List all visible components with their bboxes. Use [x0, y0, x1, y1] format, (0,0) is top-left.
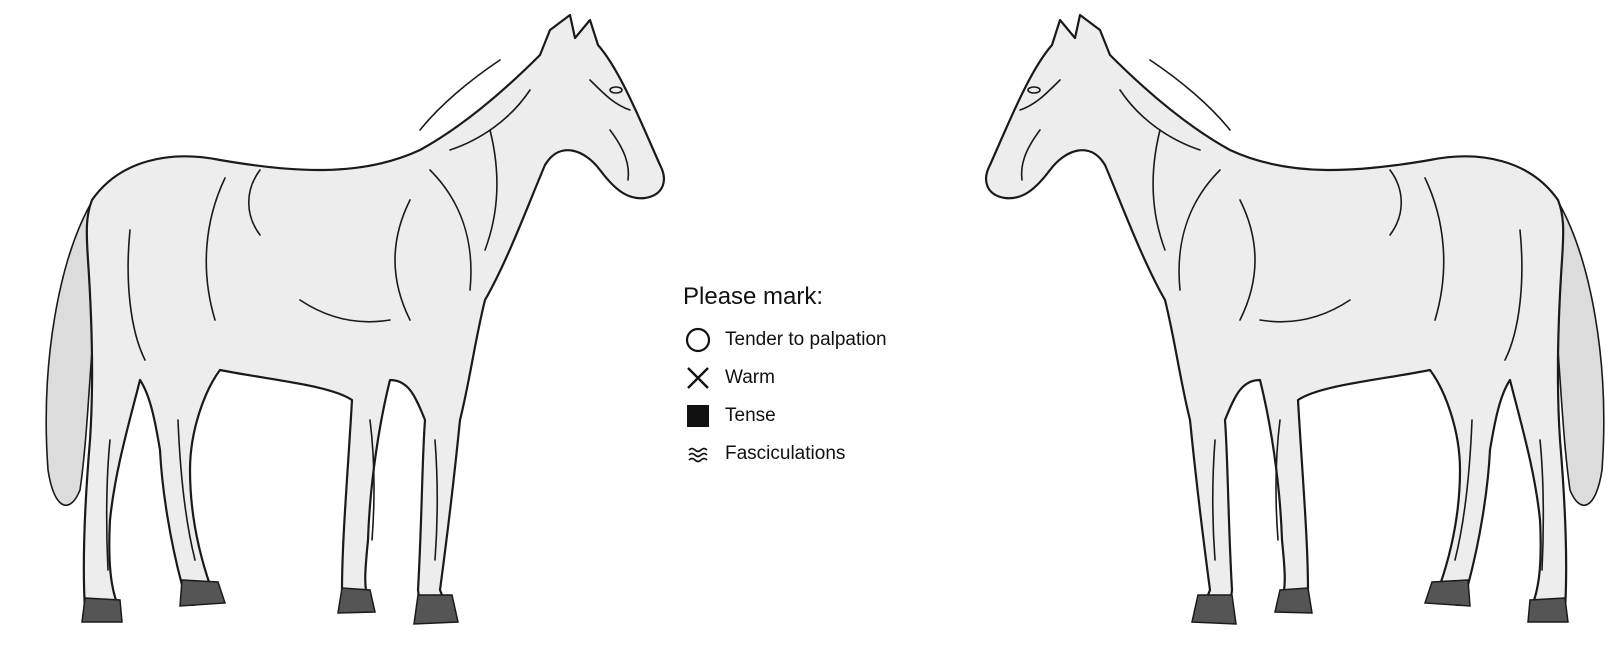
circle-icon	[683, 325, 713, 355]
legend-item-warm: Warm	[683, 359, 943, 397]
horse-outline-right	[920, 0, 1619, 655]
legend-item-tense: Tense	[683, 397, 943, 435]
legend: Please mark: Tender to palpation Warm Te…	[683, 283, 943, 473]
legend-item-fasciculations: Fasciculations	[683, 435, 943, 473]
horse-left-drawing	[30, 0, 730, 655]
legend-label-warm: Warm	[725, 367, 775, 389]
wavy-lines-icon	[683, 439, 713, 469]
horse-outline-left	[30, 0, 730, 655]
legend-title: Please mark:	[683, 283, 943, 311]
filled-square-icon	[683, 401, 713, 431]
legend-label-tender: Tender to palpation	[725, 329, 887, 351]
legend-item-tender: Tender to palpation	[683, 321, 943, 359]
horse-right-drawing	[920, 0, 1619, 655]
legend-label-tense: Tense	[725, 405, 776, 427]
legend-label-fasciculations: Fasciculations	[725, 443, 845, 465]
x-mark-icon	[683, 363, 713, 393]
